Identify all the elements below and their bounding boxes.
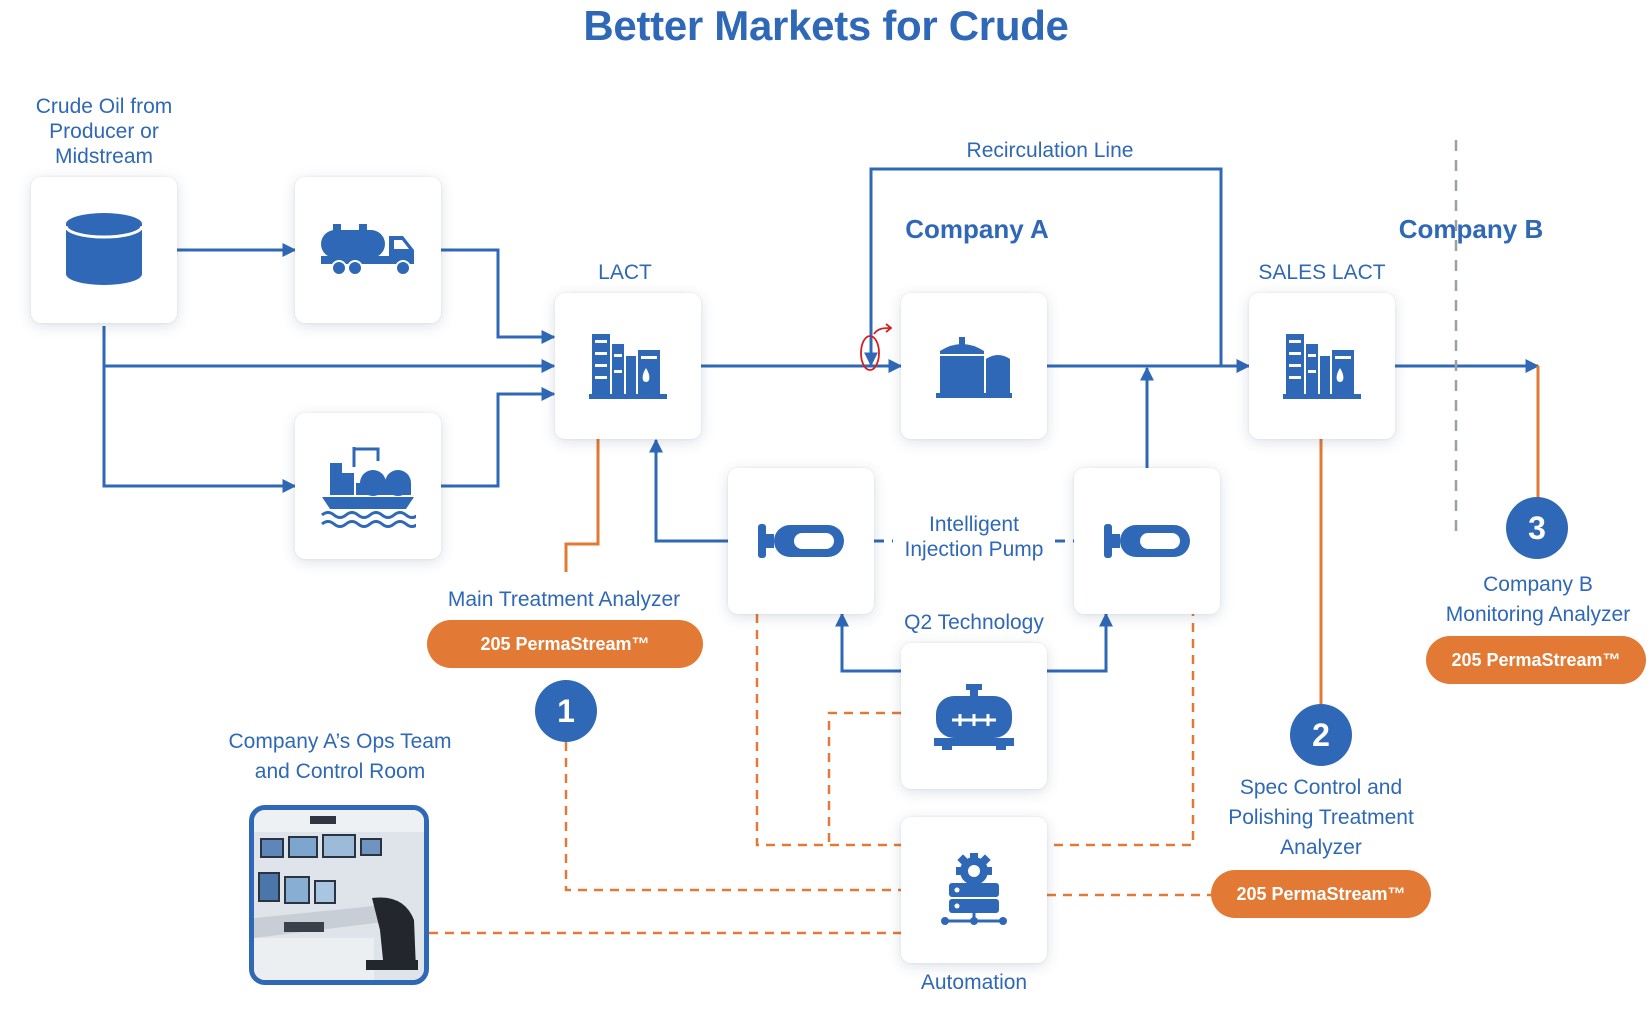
- q2-to-left-pump-line: [835, 612, 901, 673]
- lact-card: [555, 293, 701, 439]
- analyzer-3-badge: 3: [1506, 497, 1568, 559]
- spec-analyzer-label-line-3: Analyzer: [1280, 836, 1362, 859]
- ops-team-label-line-2: and Control Room: [254, 760, 426, 783]
- main-analyzer-label: Main Treatment Analyzer: [447, 588, 681, 611]
- ship-to-lact-line: [441, 387, 556, 488]
- recirculation-label: Recirculation Line: [966, 139, 1134, 162]
- q2-technology-card: [901, 643, 1047, 789]
- spec-analyzer-label-line-2: Polishing Treatment: [1228, 806, 1414, 829]
- storage-tank-icon: [64, 213, 144, 285]
- injection-pump-icon: [1104, 524, 1190, 558]
- spec-analyzer-label-line-1: Spec Control and: [1239, 776, 1403, 799]
- sales-lact-card: [1249, 293, 1395, 439]
- automation-gear-icon: [941, 853, 1007, 925]
- ops-team-label: Company A’s Ops Team and Control Room: [200, 727, 480, 787]
- q2-to-automation-line: [827, 711, 901, 845]
- source-label: Crude Oil from Producer or Midstream: [14, 94, 194, 169]
- source-to-lact-line: [102, 326, 556, 373]
- injection-pump-icon: [758, 524, 844, 558]
- lact-to-analyzer-1-line: [564, 438, 600, 572]
- tanker-truck-card: [295, 177, 441, 323]
- pump-to-lact-line: [649, 438, 728, 543]
- storage-tanks-card: [901, 293, 1047, 439]
- control-room-illustration: [254, 810, 424, 980]
- pump-label-line-1: Intelligent: [929, 513, 1019, 536]
- recirculation-valve-annotation: [860, 323, 893, 371]
- truck-to-lact-line: [441, 248, 556, 344]
- spec-analyzer-product-pill: 205 PermaStream™: [1211, 870, 1431, 918]
- source-label-line-3: Midstream: [54, 145, 154, 168]
- q2-label: Q2 Technology: [904, 611, 1044, 634]
- analyzer-1-badge: 1: [535, 680, 597, 742]
- source-label-line-1: Crude Oil from: [35, 95, 173, 118]
- recirculation-line: [864, 167, 1223, 367]
- monitoring-analyzer-label-line-1: Company B: [1483, 573, 1593, 596]
- pump-label: Intelligent Injection Pump: [884, 512, 1064, 562]
- monitoring-analyzer-label-line-2: Monitoring Analyzer: [1445, 603, 1631, 626]
- storage-tanks-icon: [936, 337, 1012, 398]
- company-b-label: Company B: [1398, 214, 1544, 244]
- tanker-ship-icon: [321, 447, 416, 528]
- page-title: Better Markets for Crude: [583, 2, 1069, 49]
- chemical-tote-icon: [934, 684, 1014, 750]
- pump-label-line-2: Injection Pump: [904, 538, 1044, 561]
- lact-unit-icon: [589, 334, 667, 399]
- source-tank-card: [31, 177, 177, 323]
- control-room-photo: [249, 805, 429, 985]
- left-injection-pump-card: [728, 468, 874, 614]
- automation-label: Automation: [920, 971, 1028, 994]
- automation-card: [901, 817, 1047, 963]
- lact-label: LACT: [598, 261, 652, 284]
- spec-analyzer-label: Spec Control and Polishing Treatment Ana…: [1201, 773, 1441, 863]
- monitoring-analyzer-product-pill: 205 PermaStream™: [1426, 636, 1646, 684]
- monitoring-analyzer-label: Company B Monitoring Analyzer: [1415, 570, 1652, 630]
- right-injection-pump-card: [1074, 468, 1220, 614]
- q2-to-right-pump-line: [1047, 612, 1113, 673]
- tanker-truck-icon: [321, 224, 414, 276]
- company-a-label: Company A: [905, 214, 1049, 244]
- lact-unit-icon: [1283, 334, 1361, 399]
- analyzer-1-to-automation-line: [564, 742, 901, 892]
- sales-lact-label: SALES LACT: [1258, 261, 1386, 284]
- analyzer-2-badge: 2: [1290, 704, 1352, 766]
- tanker-ship-card: [295, 413, 441, 559]
- main-analyzer-product-pill: 205 PermaStream™: [427, 620, 703, 668]
- source-to-ship-line: [102, 366, 297, 493]
- source-label-line-2: Producer or: [49, 120, 159, 143]
- ops-team-label-line-1: Company A’s Ops Team: [228, 730, 452, 753]
